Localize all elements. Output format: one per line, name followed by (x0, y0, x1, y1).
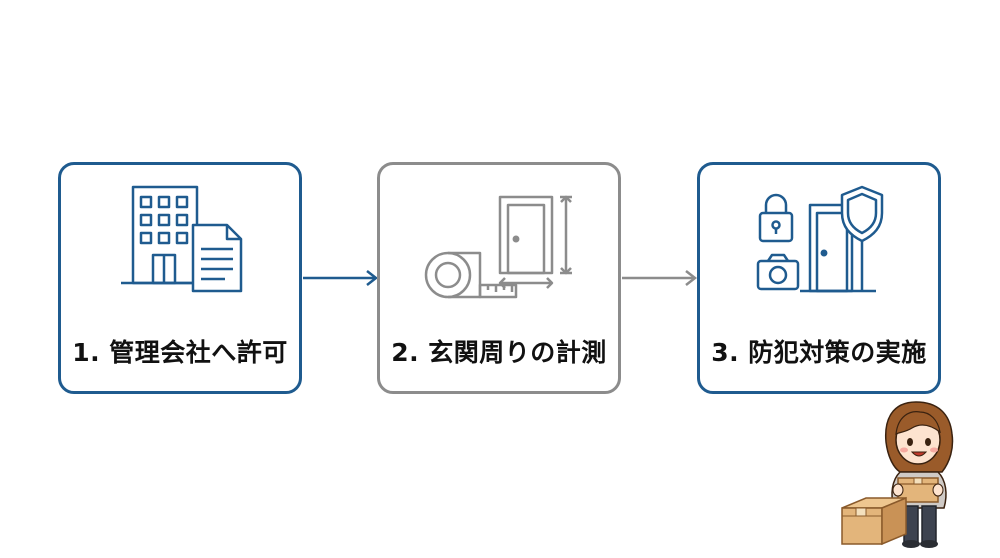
door-and-tape-measure-icon (424, 195, 572, 299)
step-1-card: 1. 管理会社へ許可 (58, 162, 302, 394)
step-2-card: 2. 玄関周りの計測 (377, 162, 621, 394)
arrow-right-icon (303, 270, 379, 286)
step-3-card: 3. 防犯対策の実施 (697, 162, 941, 394)
padlock-camera-door-shield-icon (756, 185, 884, 293)
arrow-right-icon (622, 270, 698, 286)
office-building-with-document-icon (121, 185, 243, 293)
step-3-label: 3. 防犯対策の実施 (711, 338, 927, 367)
woman-carrying-boxes-illustration (841, 401, 954, 548)
step-1-label: 1. 管理会社へ許可 (72, 338, 288, 367)
step-2-label: 2. 玄関周りの計測 (391, 338, 607, 367)
